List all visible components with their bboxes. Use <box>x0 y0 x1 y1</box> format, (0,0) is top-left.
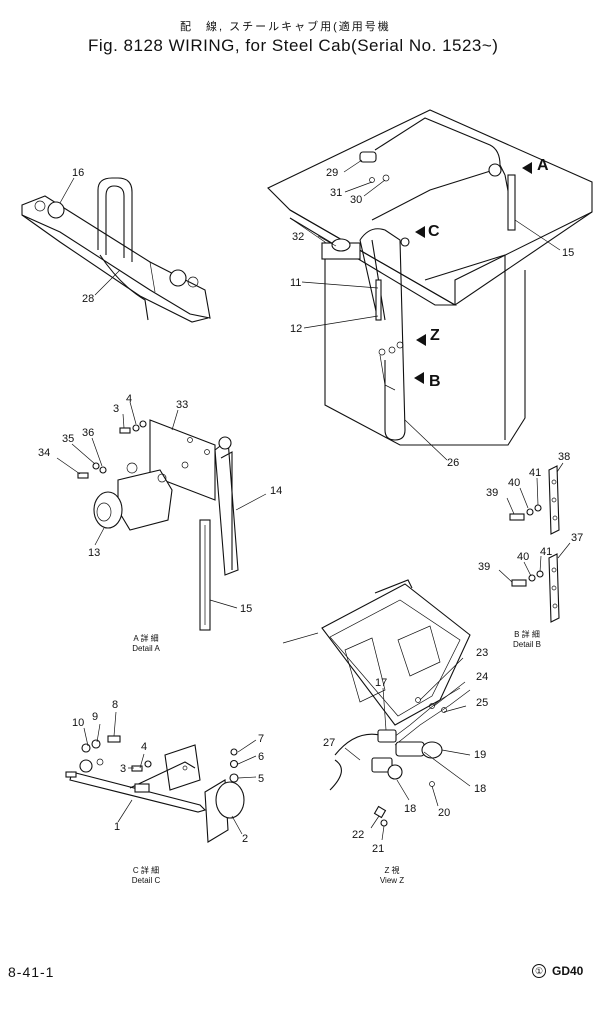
part-callout: 24 <box>476 671 488 683</box>
detail-b-caption-jp: B 詳 細 <box>514 629 540 639</box>
title-japanese: 配 線, スチールキャブ用(適用号機 <box>180 21 391 33</box>
part-callout: 6 <box>258 751 264 763</box>
part-callout: 23 <box>476 647 488 659</box>
part-callout: 35 <box>62 433 74 445</box>
part-callout: 41 <box>529 467 541 479</box>
part-callout: 12 <box>290 323 302 335</box>
code-mark: ① <box>532 964 546 978</box>
detail-a-caption: Detail A <box>132 644 160 653</box>
detail-a-caption-jp: A 詳 細 <box>133 633 158 643</box>
detail-a-drawing <box>56 401 267 631</box>
part-callout: 20 <box>438 807 450 819</box>
figure-title: Fig. 8128 WIRING, for Steel Cab(Serial N… <box>88 36 499 55</box>
part-callout: 41 <box>540 546 552 558</box>
part-callout: 34 <box>38 447 50 459</box>
part-callout: 19 <box>474 749 486 761</box>
part-callout: 13 <box>88 547 100 559</box>
model-code: ① GD40 <box>532 964 583 978</box>
part-callout: 26 <box>447 457 459 469</box>
part-callout: 15 <box>562 247 574 259</box>
detail-c-caption: Detail C <box>132 876 161 885</box>
part-callout: 4 <box>141 741 147 753</box>
part-callout: 4 <box>126 393 132 405</box>
part-callout: 10 <box>72 717 84 729</box>
part-callout: 16 <box>72 167 84 179</box>
part-callout: 25 <box>476 697 488 709</box>
view-label-z: Z <box>430 327 440 344</box>
headlamp-bar-assembly <box>21 177 211 323</box>
part-callout: 22 <box>352 829 364 841</box>
part-callout: 7 <box>258 733 264 745</box>
steel-cab-assembly <box>267 109 593 461</box>
part-callout: 21 <box>372 843 384 855</box>
part-callout: 5 <box>258 773 264 785</box>
part-callout: 18 <box>404 803 416 815</box>
part-callout: 3 <box>113 403 119 415</box>
headlamp-left-icon <box>47 201 65 219</box>
view-z-caption: View Z <box>380 876 404 885</box>
wiper-motor-top-icon <box>331 238 351 252</box>
part-callouts: 16 28 29 31 30 32 11 12 15 26 4 3 33 36 … <box>38 167 583 855</box>
view-z-caption-jp: Z 視 <box>384 866 399 875</box>
part-callout: 17 <box>375 677 387 689</box>
view-z-drawing <box>282 579 471 841</box>
detail-c-drawing <box>65 711 257 843</box>
part-callout: 40 <box>517 551 529 563</box>
headlamp-right-icon <box>169 269 187 287</box>
switch-box-icon <box>359 151 377 163</box>
part-callout: 31 <box>330 187 342 199</box>
part-callout: 1 <box>114 821 120 833</box>
part-callout: 32 <box>292 231 304 243</box>
part-callout: 33 <box>176 399 188 411</box>
part-callout: 30 <box>350 194 362 206</box>
wiper-motor-c-icon <box>215 781 245 819</box>
part-callout: 39 <box>478 561 490 573</box>
detail-c-caption-jp: C 詳 細 <box>133 865 159 875</box>
view-label-b: B <box>429 373 441 390</box>
view-label-c: C <box>428 223 440 240</box>
part-callout: 37 <box>571 532 583 544</box>
part-callout: 39 <box>486 487 498 499</box>
part-callout: 27 <box>323 737 335 749</box>
part-callout: 18 <box>474 783 486 795</box>
page-reference: 8-41-1 <box>8 964 55 980</box>
part-callout: 15 <box>240 603 252 615</box>
part-callout: 8 <box>112 699 118 711</box>
part-callout: 28 <box>82 293 94 305</box>
rear-lamp-icon <box>488 163 502 177</box>
detail-b-caption: Detail B <box>513 640 541 649</box>
part-callout: 38 <box>558 451 570 463</box>
part-callout: 36 <box>82 427 94 439</box>
wiper-motor-icon <box>93 491 123 529</box>
view-label-a: A <box>537 157 549 174</box>
part-callout: 3 <box>120 763 126 775</box>
part-callout: 40 <box>508 477 520 489</box>
detail-b-drawing <box>498 462 571 623</box>
part-callout: 2 <box>242 833 248 845</box>
part-callout: 9 <box>92 711 98 723</box>
part-callout: 14 <box>270 485 282 497</box>
model-code-text: GD40 <box>552 964 584 978</box>
part-callout: 29 <box>326 167 338 179</box>
part-callout: 11 <box>290 277 301 289</box>
